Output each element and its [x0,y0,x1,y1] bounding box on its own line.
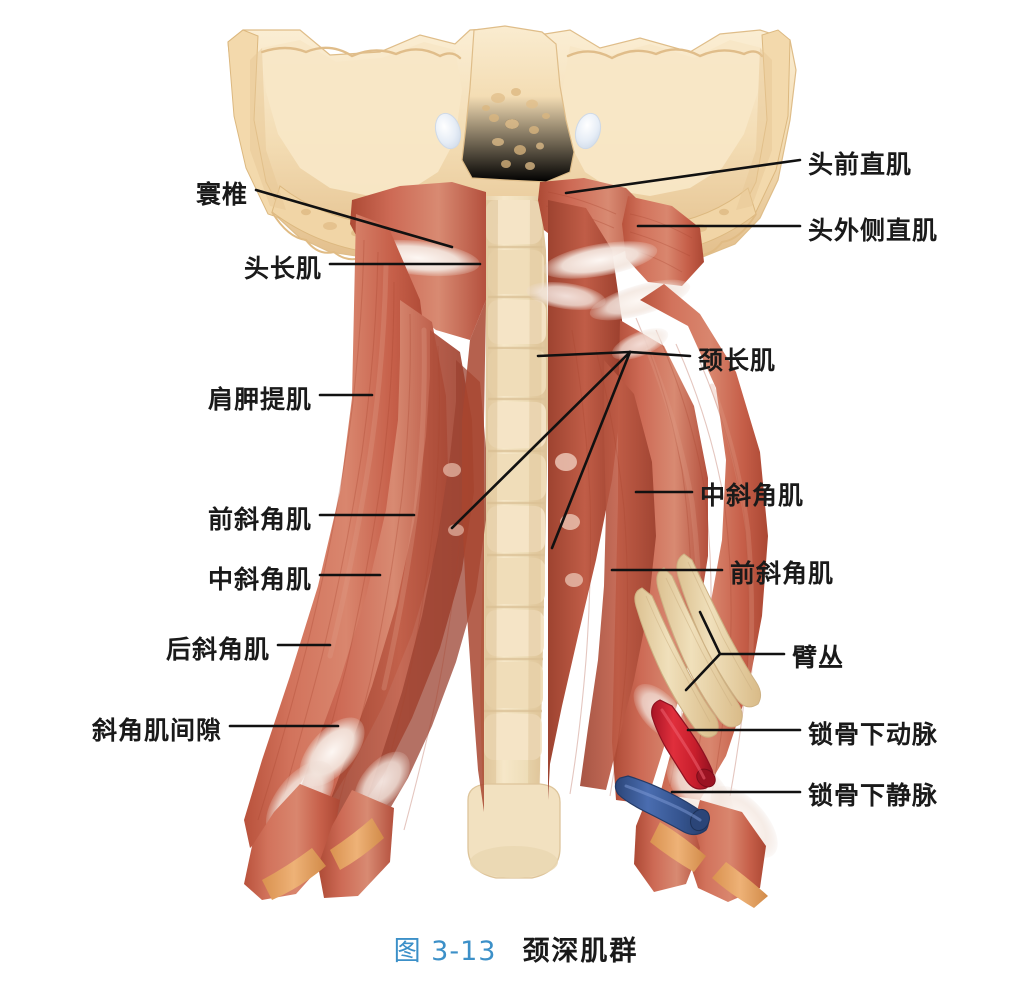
figure-number: 图 3-13 [393,936,497,967]
cranial-fossa-left [262,40,462,196]
foramen-left [434,112,462,150]
suture-edge-right [566,48,764,60]
suture-edge-left [260,46,462,60]
skull-shade-right [736,48,772,210]
skull-shade-left [250,48,286,210]
foramen-right [574,112,602,150]
label-atlas: 寰椎 [195,180,248,209]
nerve-striations [645,561,753,723]
leader-atlas [254,188,454,249]
label-brachial-plexus: 臂丛 [792,643,845,672]
label-scalene-hiatus: 斜角肌间隙 [91,716,222,745]
rib-tip-left-inner [330,818,384,870]
vein-highlight [624,784,702,822]
cervical-spine-group [467,196,561,879]
levator-scapulae [244,214,430,848]
scalenus-posterior-left [362,360,486,836]
leader-longus-colli-b [450,350,632,530]
scalenus-anterior-right [580,360,656,790]
label-rectus-capitis-lateralis: 头外侧直肌 [808,216,939,245]
muscle-striations-right [569,317,750,797]
scalenus-medius-left [326,330,474,838]
leader-lines [228,158,802,794]
label-rectus-capitis-anterior: 头前直肌 [808,150,913,179]
leader-longus-colli-c [550,350,632,550]
label-scalenus-anterior-right: 前斜角肌 [730,559,835,588]
vertebral-bodies [484,200,546,760]
label-subclavian-artery: 锁骨下动脉 [808,720,939,749]
leader-longus-colli-stem [628,350,692,358]
leader-longus-colli-a [536,350,632,358]
label-subclavian-vein: 锁骨下静脉 [808,781,939,810]
plexus-cord-1 [634,587,719,738]
muscle-highlight-left [327,263,427,691]
leader-rectus-capitis-anterior [564,158,802,195]
leader-brachial-plexus-a [684,652,722,692]
rib-tip-right-inner [650,822,706,872]
rib-tip-left-outer [262,848,326,900]
rib-tip-right-outer [712,862,768,908]
clivus [461,25,575,183]
label-levator-scapulae: 肩胛提肌 [207,385,312,414]
label-longus-capitis: 头长肌 [243,254,322,283]
cranial-fossa-right [562,40,762,196]
longus-colli-left [462,300,486,812]
label-scalenus-medius-left: 中斜角肌 [207,565,312,594]
figure-title: 颈深肌群 [522,936,639,967]
muscles-right-group [443,178,778,908]
brachial-plexus-group [634,553,762,738]
intervertebral-discs [484,245,546,713]
cancellous-bone-texture [482,88,550,170]
figure-caption: 图 3-13 颈深肌群 [0,938,1032,965]
artery-highlight [660,708,706,780]
vertebral-endplate [470,846,558,878]
label-scalenus-anterior-left: 前斜角肌 [207,505,312,534]
label-scalenus-posterior-left: 后斜角肌 [165,635,270,664]
column-shade-left [484,200,498,820]
label-scalenus-medius-right: 中斜角肌 [700,481,805,510]
label-longus-colli: 颈长肌 [698,346,777,375]
subclavian-vein-group [614,775,710,836]
tendon-band-upper-right [542,241,658,279]
muscles-left-group [244,182,486,900]
subclavian-artery-group [651,699,716,790]
scalenus-anterior-left [292,300,448,836]
tendon-band-mid-right [526,281,606,311]
leader-brachial-plexus-b [698,610,722,656]
longus-colli-right [548,200,622,800]
